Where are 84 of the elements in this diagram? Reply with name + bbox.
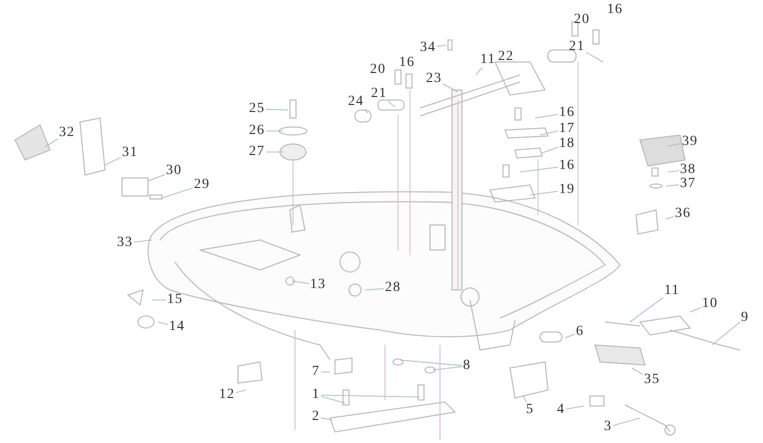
callout-number: 11: [479, 52, 497, 68]
leader-line: [566, 406, 584, 410]
callout-number: 20: [369, 62, 387, 78]
callout-number: 2: [311, 410, 321, 424]
leader-line: [134, 240, 152, 242]
leader-line: [666, 216, 674, 220]
leader-line: [632, 368, 644, 375]
callout-number: 4: [556, 402, 566, 418]
callout-number: 33: [116, 236, 134, 250]
leader-line: [530, 190, 558, 196]
leader-line: [586, 52, 604, 62]
leader-line: [436, 44, 446, 47]
callout-number: 13: [309, 278, 327, 292]
callout-number: 23: [425, 72, 443, 86]
callout-number: 6: [575, 324, 585, 340]
callout-number: 24: [347, 94, 365, 110]
leader-line: [630, 297, 664, 322]
leader-line: [690, 307, 702, 312]
callout-number: 28: [384, 280, 402, 296]
callout-number: 16: [558, 158, 576, 174]
callout-number: 10: [701, 296, 719, 312]
callout-number: 27: [248, 144, 266, 160]
leader-line: [522, 394, 527, 403]
callout-number: 22: [497, 50, 515, 64]
leader-line: [364, 109, 368, 114]
callout-number: 38: [679, 162, 697, 178]
leader-line: [564, 334, 576, 338]
callout-number: 31: [121, 146, 139, 160]
callout-number: 35: [643, 372, 661, 388]
callout-number: 17: [558, 122, 576, 136]
callout-number: 30: [165, 164, 183, 178]
callout-number: 26: [248, 124, 266, 138]
leader-line: [668, 170, 680, 172]
leader-line: [44, 138, 58, 148]
leader-line: [158, 322, 168, 326]
callout-number: 25: [248, 102, 266, 116]
leader-line: [712, 322, 740, 346]
leader-line: [320, 396, 346, 404]
leader-line: [432, 366, 462, 370]
leader-line: [520, 166, 558, 172]
leader-line: [476, 67, 482, 76]
callout-number: 19: [558, 182, 576, 198]
callout-number: 32: [58, 126, 76, 140]
callout-number: 15: [166, 292, 184, 308]
leader-line: [236, 390, 246, 394]
leader-line: [266, 108, 288, 110]
callout-number: 21: [370, 86, 388, 102]
leader-line: [400, 360, 462, 366]
leader-line: [388, 100, 396, 108]
leader-line: [666, 184, 680, 186]
callout-number: 21: [568, 40, 586, 54]
leader-line: [364, 288, 384, 290]
callout-number: 5: [525, 402, 535, 418]
callout-number: 11: [663, 284, 681, 298]
leader-line: [292, 280, 310, 284]
callout-number: 16: [398, 56, 416, 70]
leader-line: [668, 143, 682, 146]
callout-number: 20: [573, 12, 591, 28]
callout-number: 1: [311, 388, 321, 402]
leader-line: [148, 174, 166, 182]
callout-number: 18: [558, 136, 576, 152]
leader-line: [162, 188, 194, 198]
callout-number: 29: [193, 178, 211, 192]
callout-number: 7: [311, 364, 321, 380]
leader-line: [320, 394, 420, 398]
leader-line: [542, 146, 558, 154]
leader-line: [534, 114, 558, 118]
callout-number: 14: [168, 320, 186, 334]
callout-number: 34: [419, 40, 437, 56]
leader-line: [442, 83, 458, 92]
callout-number: 37: [679, 176, 697, 192]
leader-line: [320, 418, 332, 420]
callout-number: 36: [674, 206, 692, 222]
callout-number: 9: [740, 310, 750, 326]
callout-number: 16: [606, 2, 624, 18]
callout-number: 8: [462, 358, 472, 374]
callout-number: 16: [558, 106, 576, 120]
leader-line: [104, 156, 122, 166]
callout-number: 12: [218, 388, 236, 402]
callout-number: 39: [681, 134, 699, 150]
leader-line: [540, 130, 558, 136]
leader-line: [266, 130, 284, 132]
leader-line: [612, 418, 640, 426]
callout-number: 3: [603, 420, 613, 434]
